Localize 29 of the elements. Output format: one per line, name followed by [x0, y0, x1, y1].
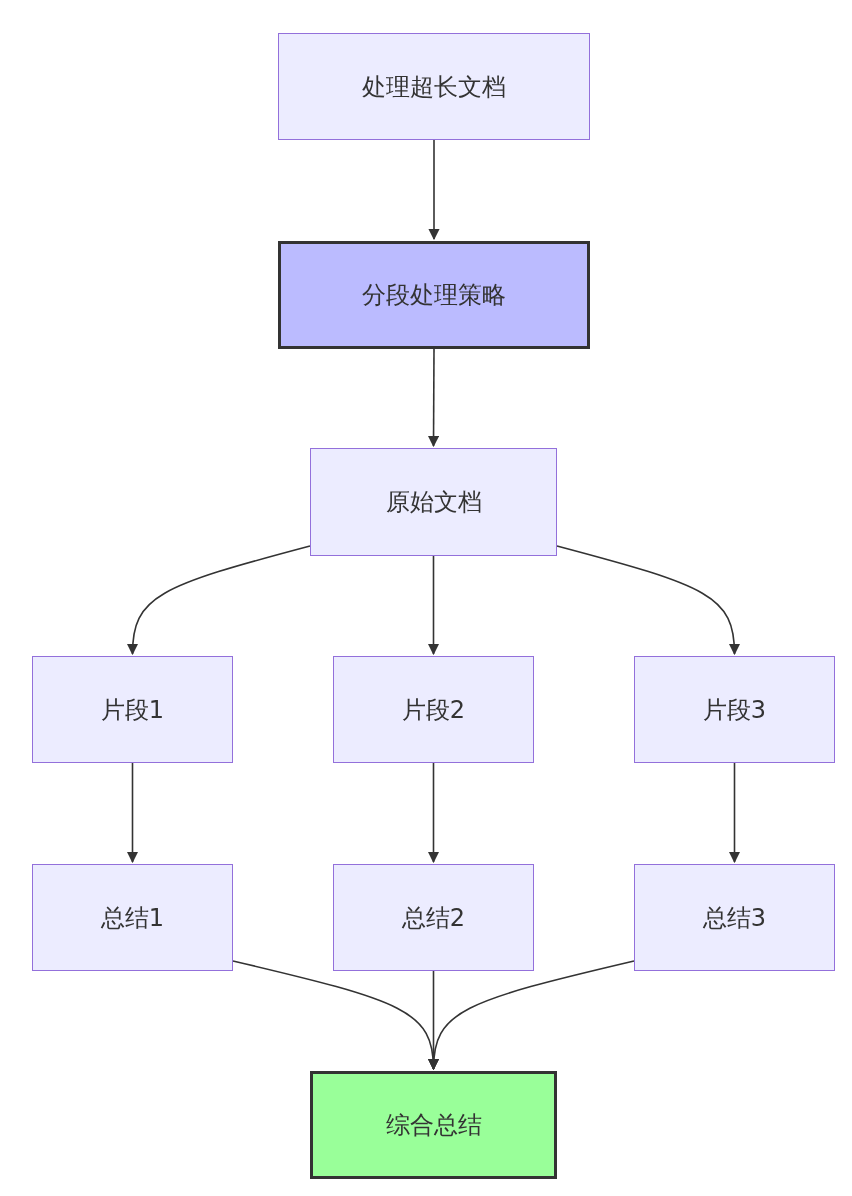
node-label: 分段处理策略 — [362, 280, 506, 310]
process-box — [278, 33, 590, 140]
arrow — [728, 762, 741, 864]
process-box — [333, 864, 534, 971]
node-label: 片段1 — [100, 694, 165, 725]
arrow — [427, 348, 440, 448]
node-label: 综合总结 — [385, 1110, 482, 1140]
node-label: 处理超长文档 — [362, 71, 506, 102]
process-box — [310, 1071, 557, 1179]
arrow — [127, 545, 311, 656]
arrow — [556, 545, 740, 656]
node-label: 总结2 — [401, 902, 466, 933]
arrow — [427, 762, 440, 864]
process-box — [310, 448, 557, 556]
arrow — [427, 555, 440, 656]
process-box — [634, 864, 835, 971]
node-label: 总结1 — [100, 902, 165, 933]
node-label: 原始文档 — [385, 487, 482, 517]
arrow — [126, 762, 139, 864]
process-box — [333, 656, 534, 763]
arrow — [428, 960, 635, 1071]
process-box — [32, 656, 233, 763]
node-label: 总结3 — [702, 902, 767, 933]
node-label: 片段3 — [702, 694, 767, 725]
process-box — [634, 656, 835, 763]
process-box — [278, 241, 590, 349]
node-label: 片段2 — [401, 694, 466, 725]
arrow — [428, 139, 440, 241]
process-box — [32, 864, 233, 971]
